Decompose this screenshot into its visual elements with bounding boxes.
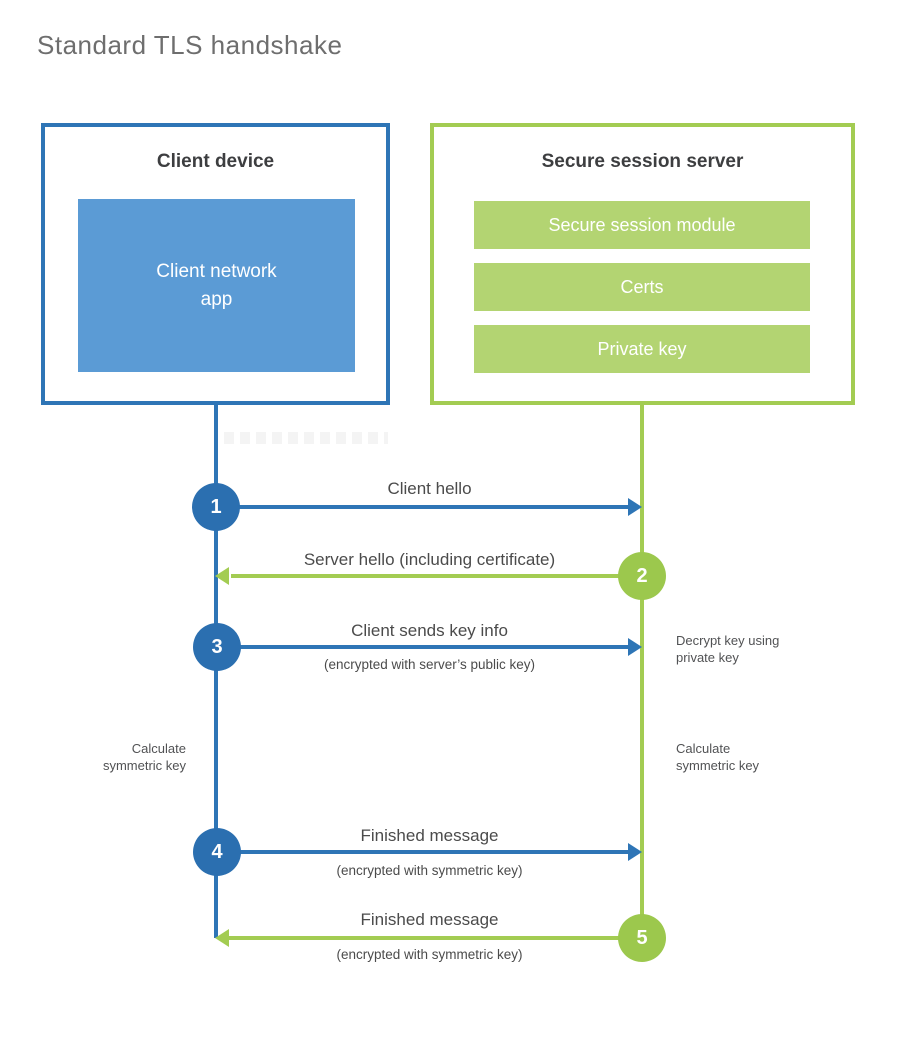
- step-1-badge: 1: [192, 483, 240, 531]
- step-2-badge: 2: [618, 552, 666, 600]
- step-3-sublabel: (encrypted with server’s public key): [323, 657, 536, 672]
- client-device-box: Client device Client network app: [41, 123, 390, 405]
- page-title: Standard TLS handshake: [37, 30, 343, 60]
- step-4-sublabel: (encrypted with symmetric key): [336, 863, 523, 878]
- calculate-symmetric-key-note-server: Calculate symmetric key: [676, 741, 760, 773]
- client-network-app-module: Client network app: [78, 199, 355, 372]
- client-device-title: Client device: [156, 151, 275, 172]
- secure-session-server-box: Secure session server Secure session mod…: [430, 123, 855, 405]
- arrowhead-right-icon: [628, 638, 642, 656]
- arrowhead-right-icon: [628, 843, 642, 861]
- arrow-step-4: [217, 850, 628, 854]
- step-2-label: Server hello (including certificate): [303, 550, 556, 569]
- arrow-step-1: [216, 505, 628, 509]
- server-module-private-key: Private key: [474, 325, 810, 373]
- decrypt-key-note: Decrypt key using private key: [676, 633, 780, 665]
- server-lifeline: [640, 405, 644, 950]
- step-3-badge: 3: [193, 623, 241, 671]
- calculate-symmetric-key-note-client: Calculate symmetric key: [102, 741, 186, 773]
- server-module-certs: Certs: [474, 263, 810, 311]
- faint-dashes-artifact: [224, 432, 388, 444]
- arrow-step-2: [231, 574, 642, 578]
- client-lifeline: [214, 405, 218, 938]
- arrow-step-5: [229, 936, 642, 940]
- step-5-sublabel: (encrypted with symmetric key): [336, 947, 523, 962]
- step-3-label: Client sends key info: [351, 621, 508, 640]
- arrow-step-3: [217, 645, 628, 649]
- step-4-badge: 4: [193, 828, 241, 876]
- arrowhead-right-icon: [628, 498, 642, 516]
- step-4-label: Finished message: [360, 826, 499, 845]
- arrowhead-left-icon: [215, 567, 229, 585]
- secure-session-server-title: Secure session server: [541, 151, 744, 172]
- server-module-secure-session: Secure session module: [474, 201, 810, 249]
- arrowhead-left-icon: [215, 929, 229, 947]
- step-5-badge: 5: [618, 914, 666, 962]
- step-1-label: Client hello: [387, 479, 472, 498]
- step-5-label: Finished message: [360, 910, 499, 929]
